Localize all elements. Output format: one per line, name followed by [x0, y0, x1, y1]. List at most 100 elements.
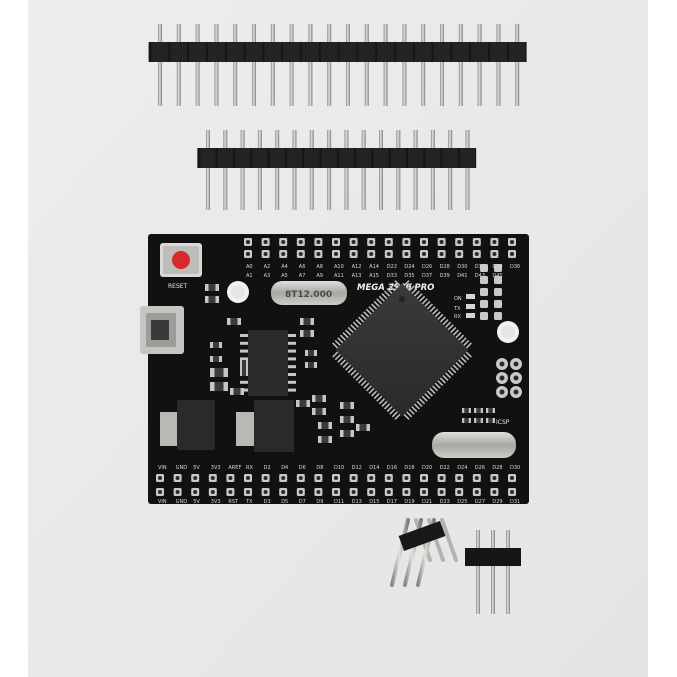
bottom-pin-label: VIN [158, 499, 167, 505]
top-pad-hole [316, 252, 321, 256]
chip-pin [347, 326, 355, 334]
bottom-pad-hole [281, 476, 286, 480]
bottom-pin-label: D25 [457, 499, 467, 505]
angled-header-housing [398, 520, 446, 552]
long-header-segment [189, 42, 206, 62]
top-pin-label: D41 [457, 273, 467, 279]
bottom-pad-hole [422, 490, 426, 494]
soic-pin [240, 334, 250, 337]
chip-pin [394, 280, 402, 287]
straight-pin [506, 530, 510, 614]
long-header-pin [458, 24, 463, 106]
bottom-pin-label: D15 [369, 499, 379, 505]
chip-pin [465, 342, 472, 350]
short-header-segment [217, 148, 233, 168]
right-pad [480, 264, 488, 272]
bottom-pad-hole [422, 476, 426, 480]
chip-pin [360, 313, 368, 321]
chip-pin [355, 374, 363, 381]
bottom-pin-label: D13 [352, 499, 362, 505]
soic-pin [240, 388, 250, 392]
bottom-pad-hole [474, 490, 479, 494]
bottom-pin-label: D24 [457, 465, 467, 471]
right-pad [494, 288, 502, 296]
top-pin-label: D30 [457, 264, 467, 270]
smd-part-body [343, 430, 351, 437]
chip-pin [454, 332, 462, 339]
chip-pin [426, 303, 433, 311]
top-pin-label: A3 [264, 273, 271, 279]
short-header-pin [240, 130, 245, 210]
top-pad-hole [474, 252, 479, 256]
icsp-label: ICSP [496, 419, 510, 426]
top-pin-label: A9 [316, 273, 323, 279]
straight-pin [476, 530, 480, 614]
chip-pin [373, 392, 381, 400]
smd-components [205, 284, 495, 443]
chip-pin [428, 387, 436, 394]
chip-pin [459, 337, 467, 345]
bottom-pad-hole [351, 476, 356, 480]
long-header-pin [214, 24, 219, 106]
soic-pin [240, 380, 250, 384]
long-header-pin [289, 24, 294, 106]
chip-pin [465, 350, 472, 358]
bottom-pad-hole [246, 476, 250, 480]
regulator-left-body [177, 400, 215, 450]
icsp-pad-hole [499, 389, 505, 395]
long-header-segment [339, 42, 357, 62]
soic-pin [286, 349, 296, 353]
chip-pin1-dot [399, 296, 405, 303]
top-pad-hole [281, 240, 286, 244]
top-pad-hole [316, 240, 321, 244]
smd-part-body [464, 408, 469, 413]
chip-pin [339, 334, 347, 342]
short-header-pin [206, 130, 210, 210]
bottom-pad-hole [210, 476, 215, 480]
bottom-pin-label: RX [246, 465, 253, 471]
bottom-pin-label: D31 [510, 499, 520, 505]
chip-pin [352, 371, 360, 379]
bottom-pad-hole [281, 490, 286, 494]
chip-pin [452, 329, 459, 337]
soic-body [248, 330, 288, 396]
bottom-pin-label: D10 [334, 465, 344, 471]
short-header-segment [321, 148, 337, 168]
top-pad-hole [369, 252, 374, 256]
top-pin-label: A8 [316, 264, 323, 270]
top-pin-label: A12 [352, 264, 362, 270]
smd-part-body [303, 318, 311, 325]
long-header-segment [377, 42, 394, 62]
usb-opening [151, 320, 169, 340]
right-pad [494, 264, 502, 272]
long-header-pin [515, 24, 520, 106]
top-pad-hole [246, 252, 250, 256]
long-header-segment [396, 42, 413, 62]
short-header-pin [430, 130, 435, 210]
top-pin-label: D34 [492, 264, 502, 270]
short-header-segment [234, 148, 251, 168]
bottom-pad-hole [316, 476, 321, 480]
smd-part-body [343, 416, 351, 423]
top-pin-label: A1 [246, 273, 253, 279]
bottom-pad-hole [386, 490, 391, 494]
bottom-pin-label: GND [176, 499, 188, 505]
chip-pin [405, 282, 413, 290]
chip-pin [342, 361, 350, 369]
chip-pin [360, 379, 368, 387]
chip-pin [363, 381, 371, 389]
bottom-pin-label: D22 [440, 465, 450, 471]
bottom-pin-label: RST [228, 499, 239, 505]
right-pad [480, 300, 488, 308]
chip-pin [368, 306, 376, 313]
chip-pin [363, 311, 371, 319]
smd-part-body [343, 402, 351, 409]
top-pin-label: D36 [510, 264, 520, 270]
bottom-pad-hole [263, 490, 268, 494]
bottom-pad-rows [156, 474, 516, 496]
long-header-pin [195, 24, 200, 106]
long-header-segment [433, 42, 451, 62]
crystal-oscillator-top: 8T12.000 [271, 281, 347, 305]
